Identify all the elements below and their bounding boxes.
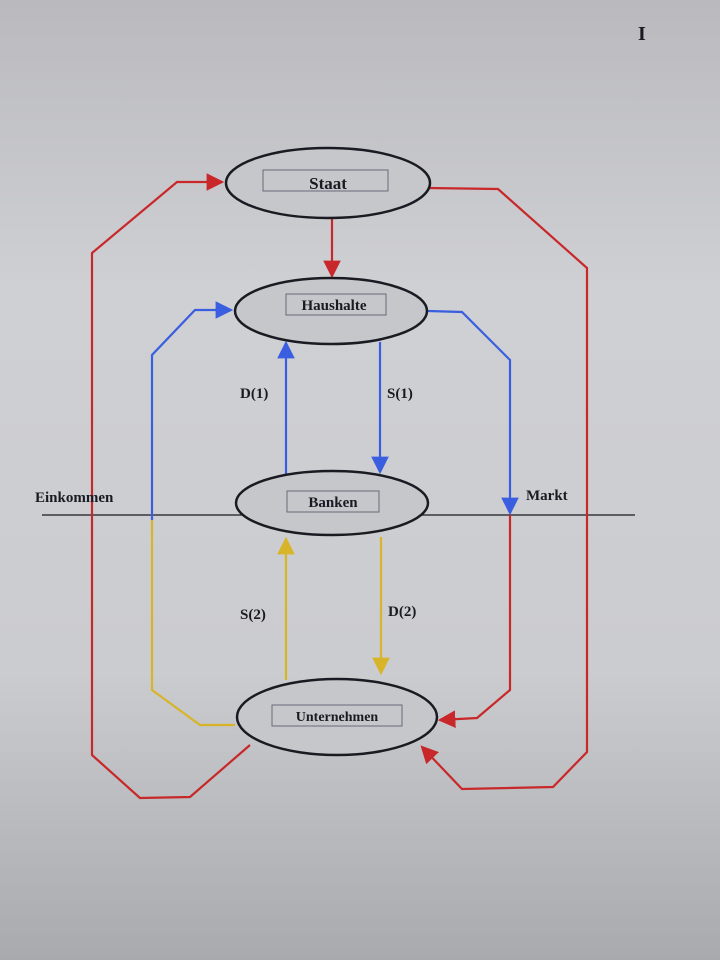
text-cursor-icon: I xyxy=(638,23,646,45)
label-banken: Banken xyxy=(308,495,358,511)
label-markt: Markt xyxy=(526,488,568,504)
node-banken xyxy=(234,469,430,537)
node-staat xyxy=(224,146,432,220)
label-einkommen: Einkommen xyxy=(35,490,114,506)
label-haushalte: Haushalte xyxy=(301,298,366,314)
red-flow-right xyxy=(420,186,589,791)
red-flow-markt-unternehmen xyxy=(437,515,512,728)
label-staat: Staat xyxy=(309,174,347,193)
label-unternehmen: Unternehmen xyxy=(296,710,379,725)
label-s1: S(1) xyxy=(387,386,413,402)
red-flow-left xyxy=(90,173,251,800)
yellow-flow-left xyxy=(150,520,235,727)
label-d1: D(1) xyxy=(240,386,268,402)
blue-flow-einkommen xyxy=(150,301,234,520)
label-s2: S(2) xyxy=(240,607,266,623)
label-d2: D(2) xyxy=(388,604,416,620)
blue-flow-markt xyxy=(427,309,519,516)
node-unternehmen xyxy=(235,677,439,757)
